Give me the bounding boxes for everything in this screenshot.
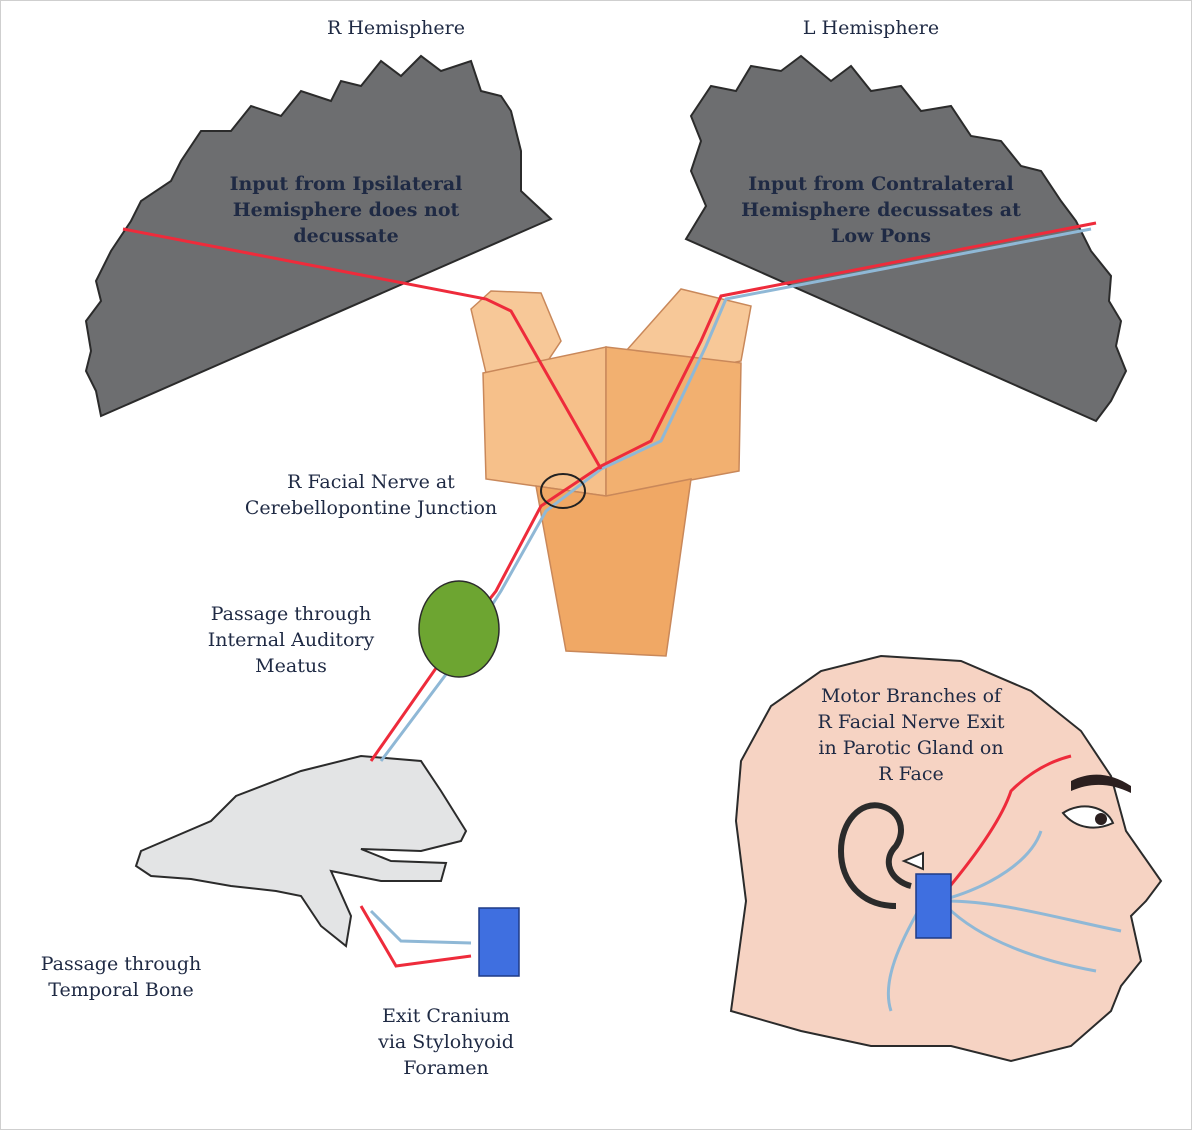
- parotid-gland: [915, 873, 952, 939]
- ear-notch: [901, 851, 924, 871]
- contralateral-input-label: Input from Contralateral Hemisphere decu…: [741, 173, 1021, 247]
- pupil: [1095, 813, 1107, 825]
- cp-junction-circle: [540, 473, 586, 509]
- head-profile: [729, 654, 1163, 1063]
- brainstem: [470, 288, 752, 657]
- ear: [837, 802, 912, 909]
- eyebrow: [1071, 774, 1131, 793]
- ipsilateral-input-label: Input from Ipsilateral Hemisphere does n…: [229, 173, 463, 247]
- cp-junction-label: R Facial Nerve at Cerebellopontine Junct…: [244, 471, 498, 519]
- stylohyoid-foramen: [478, 907, 520, 977]
- l-hemisphere-label: L Hemisphere: [802, 17, 940, 39]
- left-hemisphere-section: [684, 54, 1128, 423]
- r-hemisphere-label: R Hemisphere: [327, 17, 465, 39]
- motor-branches-label: Motor Branches of R Facial Nerve Exit in…: [817, 685, 1005, 785]
- internal-auditory-meatus: [418, 580, 500, 678]
- temporal-bone-label: Passage through Temporal Bone: [40, 953, 202, 1001]
- internal-auditory-label: Passage through Internal Auditory Meatus: [207, 603, 375, 677]
- right-hemisphere-section: [84, 54, 553, 418]
- temporal-bone: [134, 754, 468, 948]
- stylohyoid-label: Exit Cranium via Stylohyoid Foramen: [378, 1005, 514, 1079]
